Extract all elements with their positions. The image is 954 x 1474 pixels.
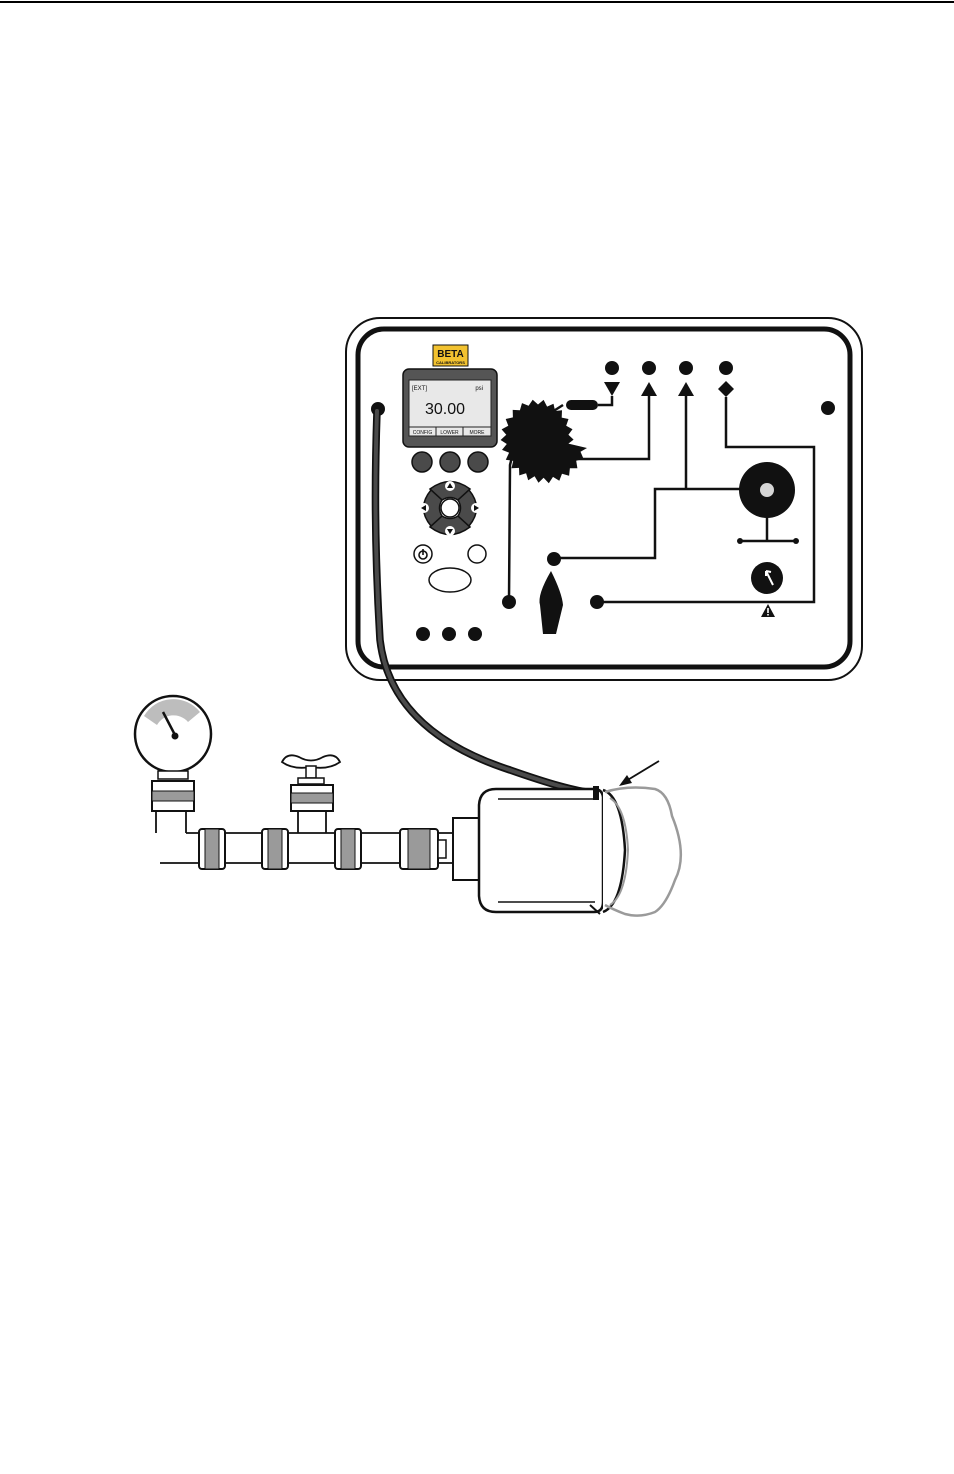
function-key-1[interactable] [412,452,432,472]
volume-adjuster[interactable] [739,462,795,518]
test-gauge [135,696,211,811]
nav-enter-button[interactable] [441,499,459,517]
adjuster-end-right [793,538,799,544]
vent-knob[interactable] [751,562,783,594]
port-lower-left[interactable] [502,595,516,609]
electrical-jacks [416,627,482,641]
zero-button[interactable] [429,568,471,592]
port-1[interactable] [605,361,619,375]
lcd-mode: [EXT] [412,386,427,392]
lcd-unit: psi [475,386,483,392]
jack-2[interactable] [442,627,456,641]
logo-sub: CALIBRATORS [436,360,465,365]
lcd-reading: 30.00 [425,401,465,418]
function-key-2[interactable] [440,452,460,472]
port-2[interactable] [642,361,656,375]
softkey-lower: LOWER [440,430,459,436]
port-4[interactable] [719,361,733,375]
beta-logo: BETA CALIBRATORS [433,345,468,366]
backlight-button[interactable] [468,545,486,563]
port-3[interactable] [679,361,693,375]
shutoff-valve [282,755,340,811]
callout-arrow [619,761,659,786]
filter-cartridge [566,400,598,410]
jack-1[interactable] [416,627,430,641]
adjuster-end-left [737,538,743,544]
jack-3[interactable] [468,627,482,641]
logo-brand: BETA [437,349,463,360]
softkey-more: MORE [470,430,486,436]
pressure-port-right[interactable] [821,401,835,415]
port-middle[interactable] [547,552,561,566]
function-key-3[interactable] [468,452,488,472]
port-lower-right[interactable] [590,595,604,609]
power-button[interactable] [414,545,432,563]
pipe-manifold [156,811,453,869]
handheld-module: [EXT] psi 30.00 CONFIG LOWER MORE [403,369,497,447]
function-keys [412,452,488,472]
softkey-config: CONFIG [413,430,433,436]
pressure-module [453,786,625,914]
